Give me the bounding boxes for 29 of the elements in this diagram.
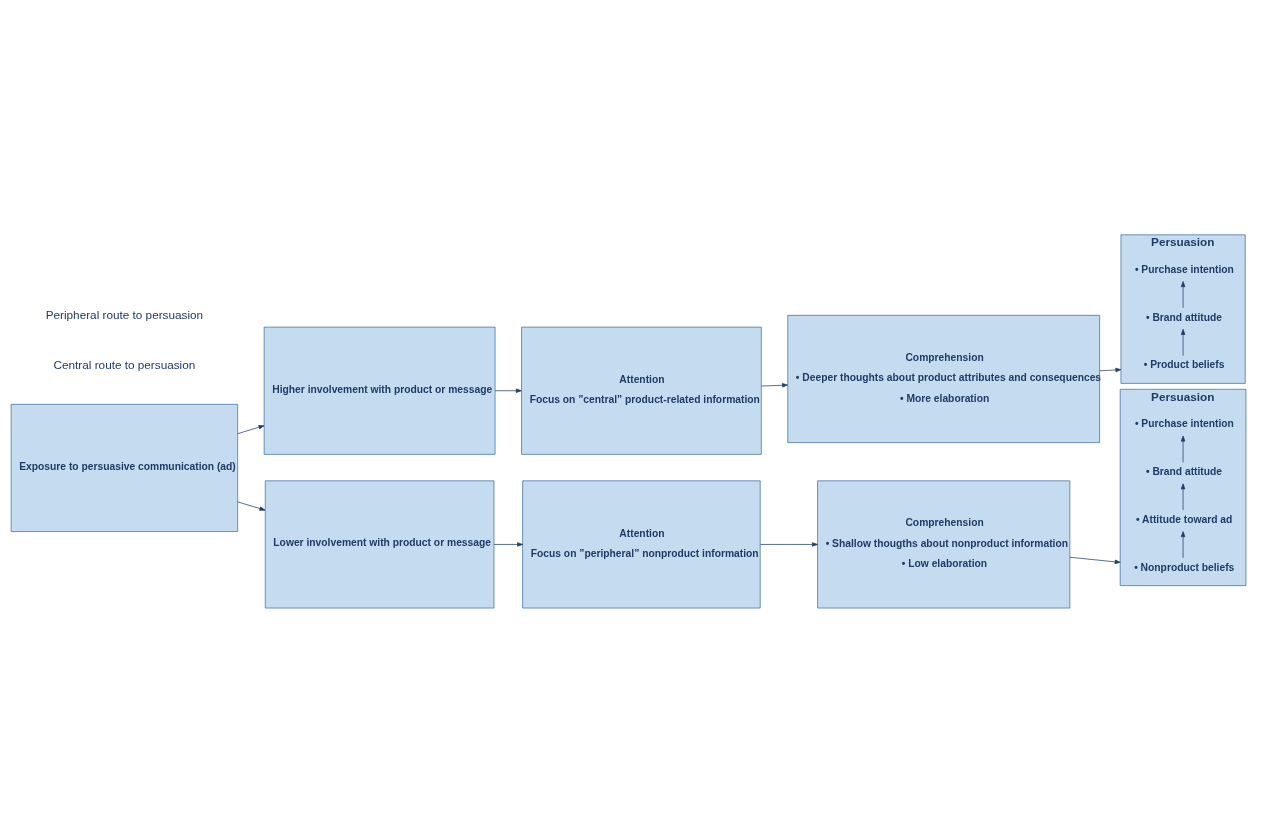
arrow bbox=[761, 382, 788, 387]
node-box: Comprehension • Deeper thoughts about product attributes and consequences • More elaboration bbox=[787, 314, 1100, 443]
node-text: • Purchase intention bbox=[1134, 263, 1234, 275]
node-text: • Brand attitude bbox=[1145, 311, 1223, 323]
arrow bbox=[237, 501, 266, 511]
arrow bbox=[1180, 482, 1186, 510]
arrow bbox=[1180, 435, 1186, 463]
node-box: Comprehension • Shallow thougths about nonproduct information • Low elaboration bbox=[817, 479, 1071, 608]
label: Peripheral route to persuasion bbox=[45, 307, 204, 321]
arrow bbox=[1069, 556, 1121, 564]
node-box: Attention Focus on ”peripheral” nonproduct information bbox=[522, 479, 761, 608]
node-box: Exposure to persuasive communication (ad) bbox=[10, 403, 239, 532]
node-text: • Purchase intention bbox=[1134, 417, 1234, 429]
node-box: Higher involvement with product or message bbox=[263, 326, 496, 455]
arrow bbox=[1180, 280, 1186, 308]
node-box: Lower involvement with product or message bbox=[264, 479, 495, 608]
arrow bbox=[1180, 530, 1186, 558]
arrow bbox=[1099, 367, 1122, 372]
node-text: • Product beliefs bbox=[1143, 358, 1225, 370]
arrow bbox=[494, 388, 522, 393]
arrow bbox=[1180, 328, 1186, 356]
arrow bbox=[493, 541, 523, 547]
arrow bbox=[237, 424, 265, 434]
node-text: • Attitude toward ad bbox=[1136, 513, 1233, 525]
label: Central route to persuasion bbox=[53, 357, 196, 371]
node-text: • Nonproduct beliefs bbox=[1134, 561, 1235, 573]
node-text: • Brand attitude bbox=[1145, 465, 1223, 477]
node-box: Attention Focus on ”central” product-related information bbox=[521, 326, 762, 455]
arrow bbox=[760, 541, 818, 547]
